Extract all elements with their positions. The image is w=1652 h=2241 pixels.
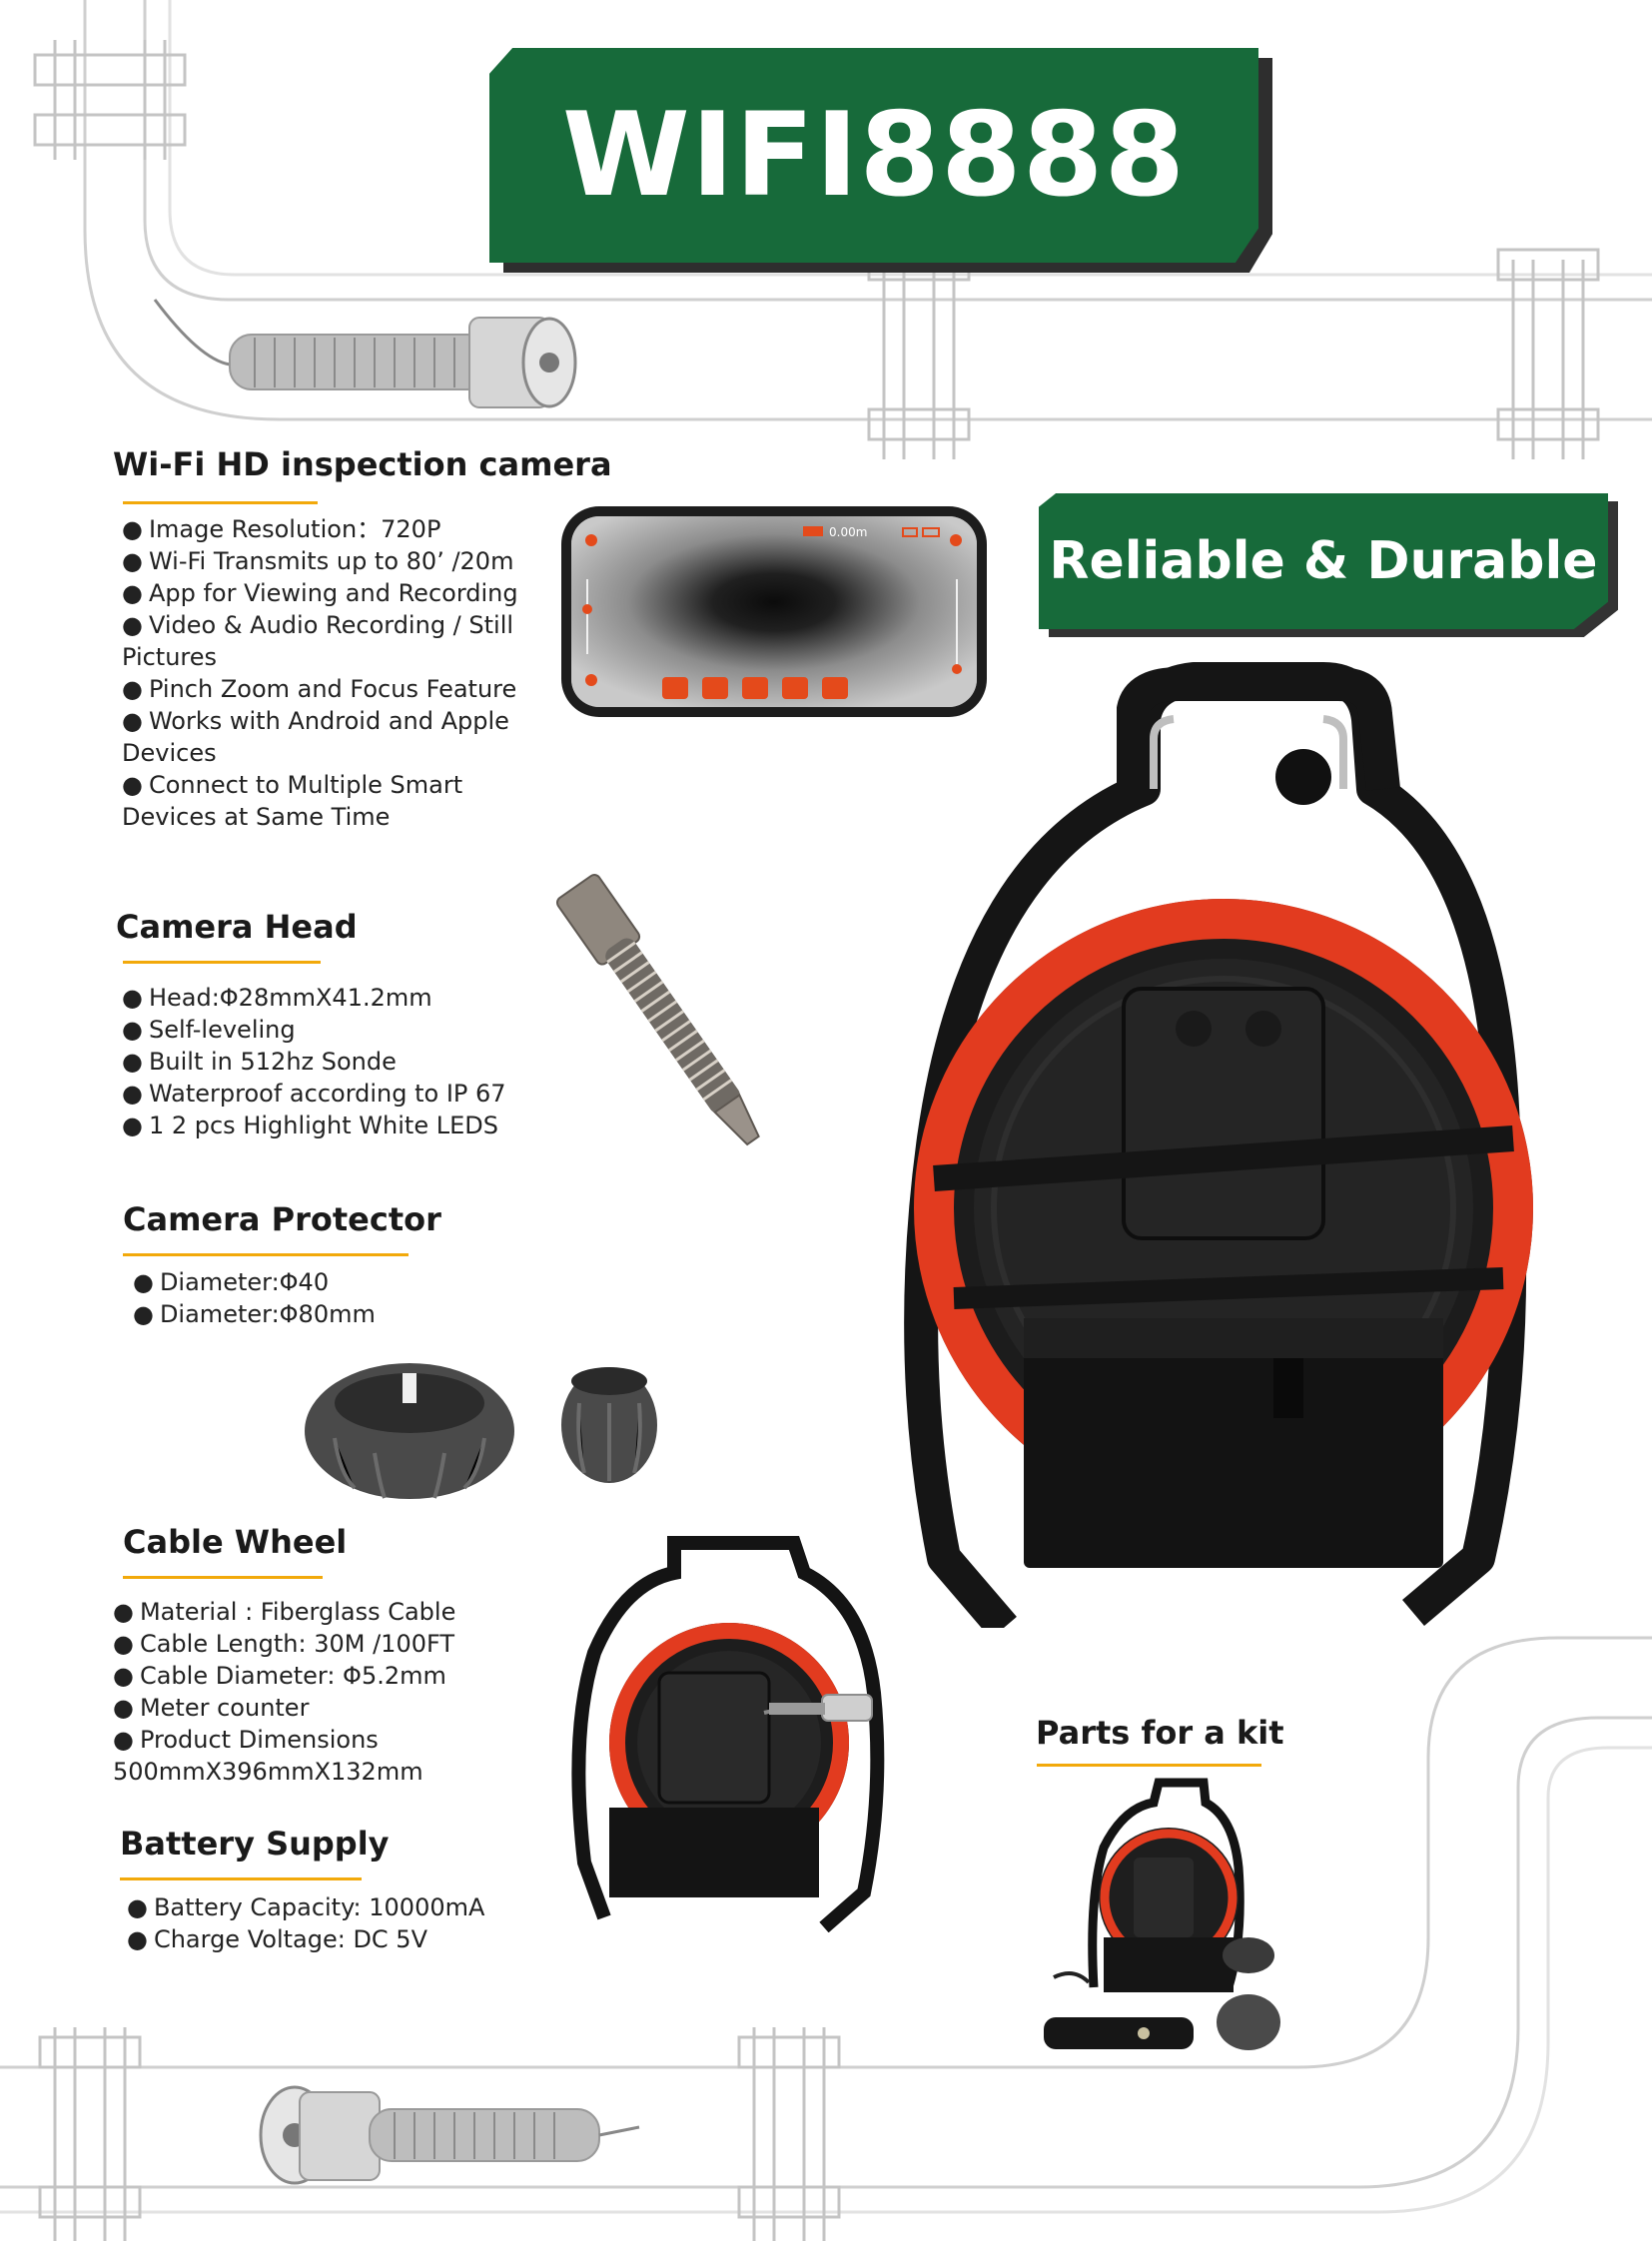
camera-protector-section-heading: Camera Protector [123,1200,441,1238]
cable-reel-main-image [904,662,1533,1628]
list-item: ●Built in 512hz Sonde [122,1048,397,1076]
camera-head-heading-underline [123,961,321,964]
camera-head-feature-list: ●Head:Φ28mmX41.2mm ●Self-leveling ●Built… [122,982,541,1141]
camera-head-image [555,874,760,1146]
list-item: ●Battery Capacity: 10000mA [127,1893,485,1921]
cable-reel-small-image [571,1536,885,1932]
distance-readout: 0.00m [829,525,867,539]
cable-wheel-section-heading: Cable Wheel [123,1523,348,1561]
smartphone-app-image: 0.00m [561,506,987,717]
list-item: ●Wi-Fi Transmits up to 80’ /20m [122,547,514,575]
wifi-section-heading: Wi-Fi HD inspection camera [113,445,612,483]
list-item: ●Product Dimensions 500mmX396mmX132mm [113,1726,423,1786]
list-item: ●Cable Length: 30M /100FT [113,1630,455,1658]
list-item: ●Self-leveling [122,1016,296,1044]
camera-probe-bottom-illustration [259,2085,640,2185]
list-item: ●Meter counter [113,1694,310,1722]
list-item: ●Pinch Zoom and Focus Feature [122,675,517,703]
list-item: ●1 2 pcs Highlight White LEDS [122,1112,498,1139]
battery-section-heading: Battery Supply [120,1825,390,1863]
camera-protector-heading-underline [123,1253,409,1256]
product-title: WIFI8888 [561,88,1187,223]
list-item: ●Cable Diameter: Φ5.2mm [113,1662,446,1690]
tagline-banner: Reliable & Durable [1039,493,1618,637]
wifi-heading-underline [123,501,318,504]
list-item: ●Diameter:Φ40 [133,1268,330,1296]
list-item: ●Head:Φ28mmX41.2mm [122,984,432,1012]
product-title-banner: WIFI8888 [489,48,1272,273]
parts-kit-heading-underline [1037,1764,1261,1767]
list-item: ●Video & Audio Recording / Still Picture… [122,611,514,671]
list-item: ●Connect to Multiple Smart Devices at Sa… [122,771,463,831]
wifi-feature-list: ●Image Resolution：720P ●Wi-Fi Transmits … [122,513,541,833]
cable-wheel-feature-list: ●Material : Fiberglass Cable ●Cable Leng… [113,1596,532,1788]
battery-feature-list: ●Battery Capacity: 10000mA ●Charge Volta… [127,1891,546,1955]
list-item: ●Material : Fiberglass Cable [113,1598,456,1626]
battery-heading-underline [120,1877,362,1880]
list-item: ●Diameter:Φ80mm [133,1300,376,1328]
list-item: ●Waterproof according to IP 67 [122,1080,506,1108]
list-item: ●Image Resolution：720P [122,515,441,543]
camera-protectors-image [305,1363,657,1499]
tagline: Reliable & Durable [1049,531,1598,591]
cable-wheel-heading-underline [123,1576,323,1579]
camera-probe-top-illustration [153,299,577,408]
list-item: ●Charge Voltage: DC 5V [127,1925,427,1953]
camera-protector-feature-list: ●Diameter:Φ40 ●Diameter:Φ80mm [133,1266,532,1330]
parts-kit-section-heading: Parts for a kit [1036,1714,1284,1752]
list-item: ●Works with Android and Apple Devices [122,707,509,767]
parts-kit-image [1044,1778,1280,2050]
list-item: ●App for Viewing and Recording [122,579,518,607]
camera-head-section-heading: Camera Head [116,908,358,946]
